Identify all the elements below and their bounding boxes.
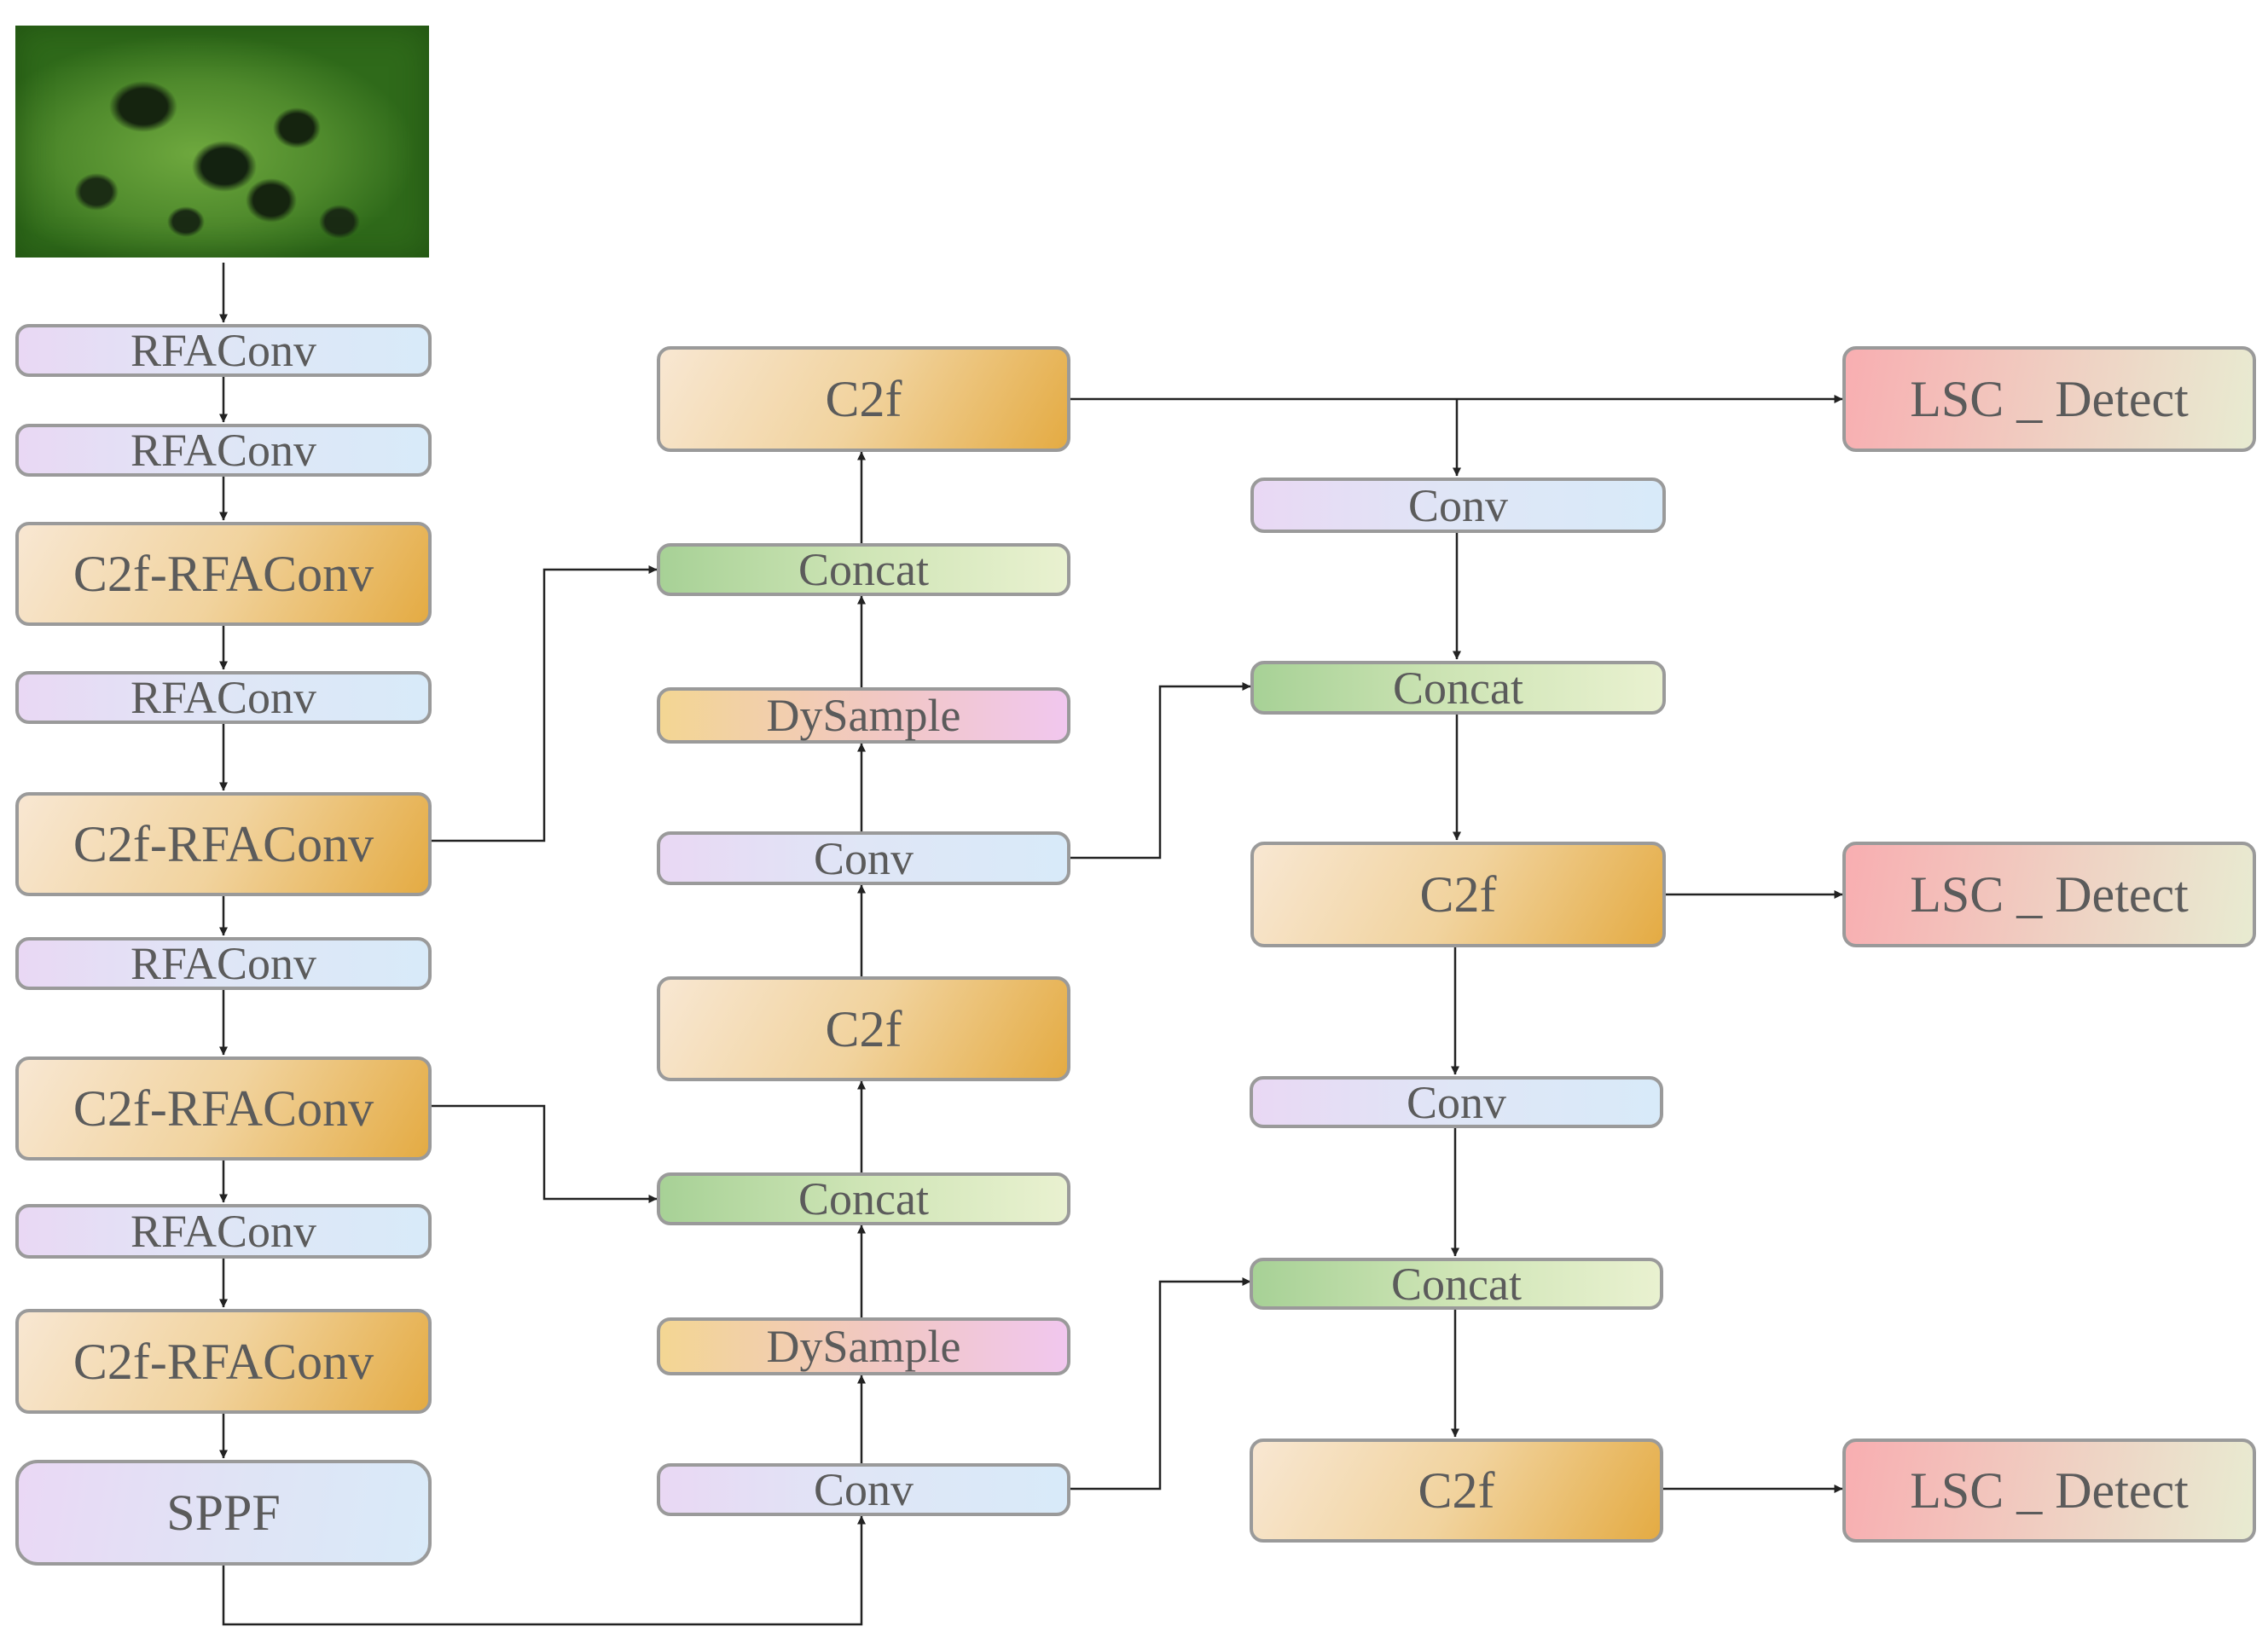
neck-concat-top-label: Concat [798, 544, 929, 595]
backbone-c2f-rfaconv-1-label: C2f-RFAConv [73, 546, 374, 602]
neck-conv-bottom-label: Conv [813, 1464, 914, 1515]
detect-head-1: LSC _ Detect [1842, 346, 2256, 452]
backbone-c2f-rfaconv-3: C2f-RFAConv [15, 1056, 432, 1161]
head-concat-1-label: Concat [1393, 662, 1523, 714]
head-concat-2: Concat [1250, 1258, 1663, 1310]
head-c2f-1: C2f [1250, 842, 1666, 947]
backbone-rfaconv-4-label: RFAConv [130, 938, 317, 989]
head-conv-2-label: Conv [1406, 1076, 1507, 1128]
neck-c2f-top-label: C2f [825, 371, 902, 427]
head-conv-1: Conv [1250, 478, 1666, 533]
wire-sppf-to-neck-conv-bottom [222, 1515, 866, 1626]
backbone-rfaconv-3-label: RFAConv [130, 672, 317, 723]
backbone-rfaconv-3: RFAConv [15, 671, 432, 724]
backbone-sppf-label: SPPF [166, 1485, 281, 1541]
head-concat-2-label: Concat [1391, 1258, 1522, 1310]
neck-dysample-bottom: DySample [657, 1317, 1070, 1375]
backbone-c2f-rfaconv-4-label: C2f-RFAConv [73, 1333, 374, 1390]
wire-neck-conv-bottom-to-head-concat2 [1069, 1277, 1251, 1491]
head-c2f-2: C2f [1250, 1438, 1663, 1543]
neck-concat-top: Concat [657, 543, 1070, 596]
neck-c2f-mid-label: C2f [825, 1000, 902, 1057]
backbone-rfaconv-1: RFAConv [15, 324, 432, 377]
backbone-sppf: SPPF [15, 1460, 432, 1566]
backbone-rfaconv-5: RFAConv [15, 1204, 432, 1259]
head-c2f-2-label: C2f [1418, 1462, 1495, 1519]
neck-c2f-mid: C2f [657, 976, 1070, 1081]
neck-concat-mid-label: Concat [798, 1173, 929, 1224]
neck-dysample-top-label: DySample [766, 690, 961, 741]
head-concat-1: Concat [1250, 661, 1666, 715]
neck-conv-mid: Conv [657, 831, 1070, 885]
head-c2f-1-label: C2f [1419, 866, 1497, 923]
wire-c2f3-to-concat-mid [431, 1104, 658, 1203]
neck-conv-mid-label: Conv [813, 832, 914, 884]
detect-head-3-label: LSC _ Detect [1910, 1462, 2189, 1519]
head-conv-2: Conv [1250, 1076, 1663, 1128]
neck-concat-mid: Concat [657, 1172, 1070, 1225]
backbone-c2f-rfaconv-4: C2f-RFAConv [15, 1309, 432, 1414]
detect-head-1-label: LSC _ Detect [1910, 371, 2189, 427]
backbone-c2f-rfaconv-1: C2f-RFAConv [15, 522, 432, 626]
backbone-rfaconv-2-label: RFAConv [130, 425, 317, 476]
neck-c2f-top: C2f [657, 346, 1070, 452]
detect-head-2-label: LSC _ Detect [1910, 866, 2189, 923]
backbone-c2f-rfaconv-2-label: C2f-RFAConv [73, 816, 374, 872]
backbone-c2f-rfaconv-2: C2f-RFAConv [15, 792, 432, 896]
neck-dysample-top: DySample [657, 687, 1070, 744]
neck-conv-bottom: Conv [657, 1463, 1070, 1516]
detect-head-3: LSC _ Detect [1842, 1438, 2256, 1543]
backbone-c2f-rfaconv-3-label: C2f-RFAConv [73, 1080, 374, 1137]
wire-neck-conv-mid-to-head-concat1 [1069, 682, 1251, 860]
wire-c2f2-to-concat-top [431, 565, 658, 842]
backbone-rfaconv-4: RFAConv [15, 937, 432, 990]
detect-head-2: LSC _ Detect [1842, 842, 2256, 947]
input-image-underwater [15, 26, 429, 258]
backbone-rfaconv-1-label: RFAConv [130, 325, 317, 376]
head-conv-1-label: Conv [1407, 479, 1509, 531]
backbone-rfaconv-5-label: RFAConv [130, 1206, 317, 1257]
backbone-rfaconv-2: RFAConv [15, 424, 432, 477]
neck-dysample-bottom-label: DySample [766, 1321, 961, 1372]
